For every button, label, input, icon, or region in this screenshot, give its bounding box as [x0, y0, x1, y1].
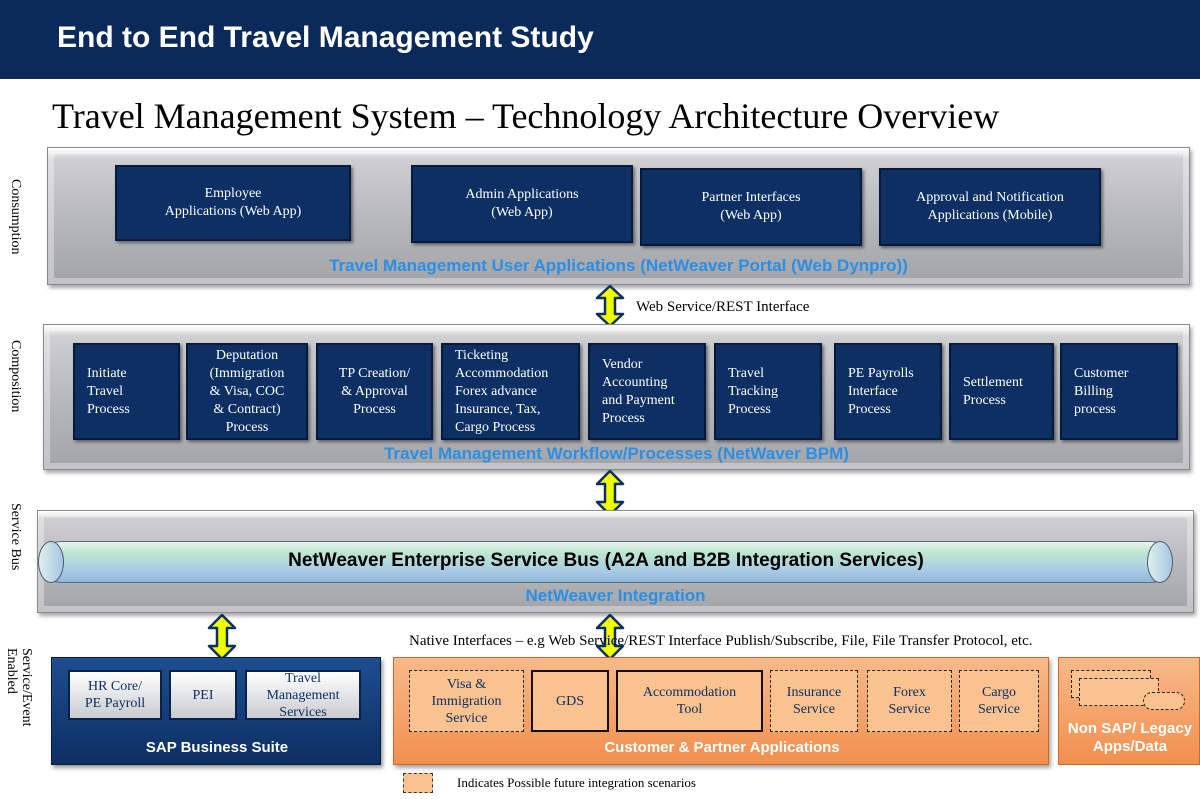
side-label-service-event: Service/Event Enabled [4, 648, 34, 727]
side-label-service-bus: Service Bus [8, 503, 23, 571]
web-service-interface-label: Web Service/REST Interface [636, 299, 810, 315]
travel-management-services-box: Travel Management Services [245, 670, 361, 720]
initiate-travel-process-box: Initiate Travel Process [73, 343, 180, 440]
esb-pipe [40, 541, 1172, 583]
esb-label: NetWeaver Enterprise Service Bus (A2A an… [288, 550, 924, 571]
deputation-process-box: Deputation (Immigration & Visa, COC & Co… [186, 343, 308, 440]
composition-layer-label: Travel Management Workflow/Processes (Ne… [384, 444, 849, 463]
double-arrow-icon [207, 614, 237, 660]
header-title: End to End Travel Management Study [57, 21, 594, 54]
pe-payrolls-process-box: PE Payrolls Interface Process [834, 343, 942, 440]
legacy-box [1143, 692, 1185, 710]
cargo-service-box: Cargo Service [959, 670, 1039, 732]
hr-core-box: HR Core/ PE Payroll [68, 670, 162, 720]
diagram-title: Travel Management System – Technology Ar… [52, 96, 1000, 136]
customer-partner-applications-group: Visa & Immigration Service GDS Accommoda… [393, 657, 1049, 765]
service-bus-layer-label: NetWeaver Integration [525, 586, 706, 605]
ticketing-process-box: Ticketing Accommodation Forex advance In… [441, 343, 580, 440]
legacy-label: Non SAP/ Legacy Apps/Data [1067, 720, 1193, 755]
side-label-composition: Composition [8, 340, 23, 413]
sap-business-suite-label: SAP Business Suite [145, 739, 289, 756]
consumption-layer-label: Travel Management User Applications (Net… [329, 256, 908, 275]
vendor-accounting-process-box: Vendor Accounting and Payment Process [588, 343, 706, 440]
double-arrow-icon [595, 285, 625, 327]
tp-creation-process-box: TP Creation/ & Approval Process [316, 343, 433, 440]
header-bar: End to End Travel Management Study [0, 0, 1200, 79]
forex-service-box: Forex Service [867, 670, 952, 732]
legend-swatch [403, 773, 433, 793]
pei-box: PEI [169, 670, 237, 720]
accommodation-tool-box: Accommodation Tool [616, 670, 763, 732]
customer-billing-process-box: Customer Billing process [1060, 343, 1178, 440]
visa-immigration-service-box: Visa & Immigration Service [409, 670, 524, 732]
native-interfaces-label: Native Interfaces – e.g Web Service/REST… [409, 633, 1033, 649]
customer-partner-label: Customer & Partner Applications [604, 739, 840, 756]
side-label-consumption: Consumption [8, 179, 23, 255]
admin-applications-box: Admin Applications (Web App) [411, 165, 633, 243]
pipe-cap-right [1147, 541, 1173, 583]
gds-box: GDS [531, 670, 609, 732]
employee-applications-box: Employee Applications (Web App) [115, 165, 351, 241]
insurance-service-box: Insurance Service [770, 670, 858, 732]
partner-interfaces-box: Partner Interfaces (Web App) [640, 168, 862, 246]
legacy-apps-group: Non SAP/ Legacy Apps/Data [1058, 657, 1200, 765]
sap-business-suite-group: HR Core/ PE Payroll PEI Travel Managemen… [51, 657, 381, 765]
pipe-cap-left [38, 541, 64, 583]
approval-notification-box: Approval and Notification Applications (… [879, 168, 1101, 246]
settlement-process-box: Settlement Process [949, 343, 1054, 440]
travel-tracking-process-box: Travel Tracking Process [714, 343, 822, 440]
legend-text: Indicates Possible future integration sc… [457, 775, 696, 790]
